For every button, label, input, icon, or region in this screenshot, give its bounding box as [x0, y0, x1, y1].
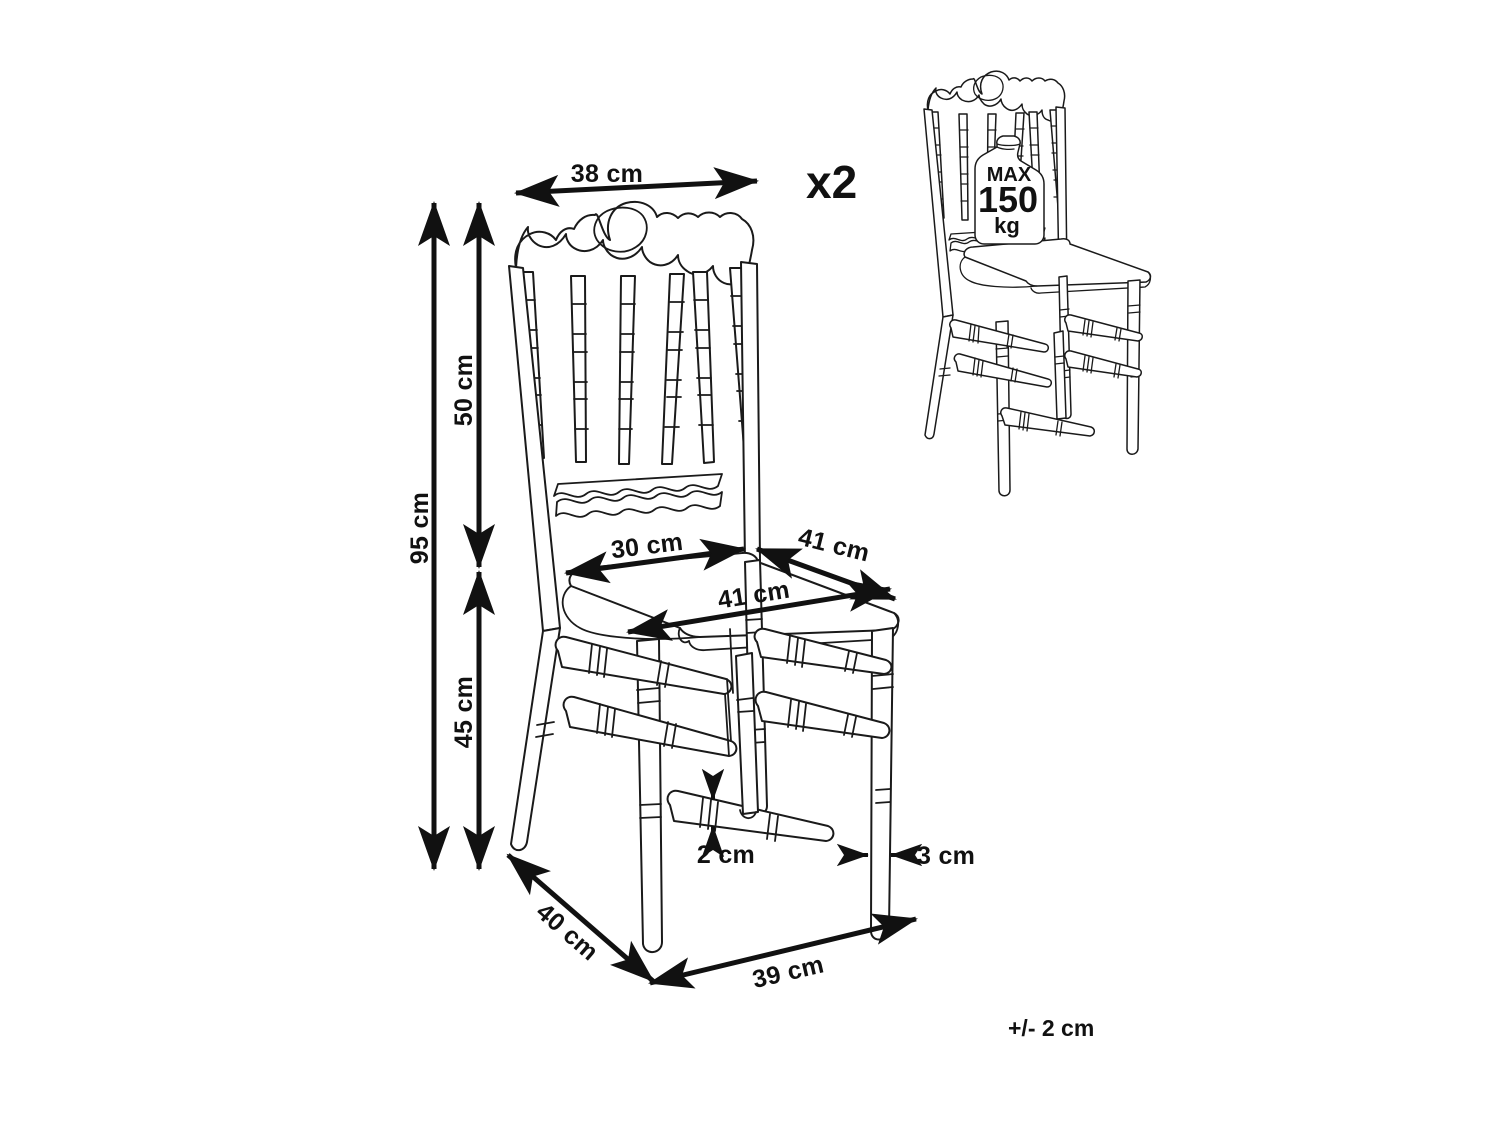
dimension-back-width: 38 cm: [514, 160, 759, 207]
dimension-total-height-label: 95 cm: [406, 492, 434, 564]
dimension-back-height-label: 50 cm: [450, 354, 478, 426]
dimension-leg-thickness-label: 3 cm: [917, 842, 975, 870]
max-load-value: 150: [978, 179, 1038, 220]
dimension-leg-thickness: 3 cm: [836, 842, 975, 870]
dimension-stretcher-thickness-label: 2 cm: [697, 841, 755, 869]
dimension-back-width-label: 38 cm: [571, 160, 643, 188]
chair-decorative-rail: [553, 473, 723, 518]
inset-chair-stretcher-rails: [949, 314, 1143, 437]
dimension-base-depth: 40 cm: [506, 853, 655, 983]
chair-crest-rail: [514, 200, 755, 286]
dimension-back-height: 50 cm: [450, 200, 495, 569]
max-load-prefix: MAX: [987, 164, 1032, 186]
chair-back-spindles: [518, 267, 758, 465]
max-load-inset: MAX 150 kg: [923, 70, 1152, 497]
max-load-unit: kg: [994, 213, 1020, 238]
dimension-seat-height: 45 cm: [450, 569, 495, 871]
dimension-seat-side-depth-label: 41 cm: [795, 523, 872, 568]
dimension-total-height: 95 cm: [406, 200, 450, 871]
dimension-base-width: 39 cm: [648, 913, 918, 994]
chair-stretcher-rails: [554, 627, 893, 842]
inset-chair-legs: [924, 275, 1141, 497]
quantity-badge: x2: [806, 156, 857, 208]
dimension-stretcher-thickness: 2 cm: [697, 768, 755, 869]
max-load-weight-canister: MAX 150 kg: [974, 135, 1045, 245]
inset-chair-seat: [959, 238, 1152, 294]
tolerance-note: +/- 2 cm: [1008, 1015, 1094, 1041]
dimension-seat-height-label: 45 cm: [450, 676, 478, 748]
